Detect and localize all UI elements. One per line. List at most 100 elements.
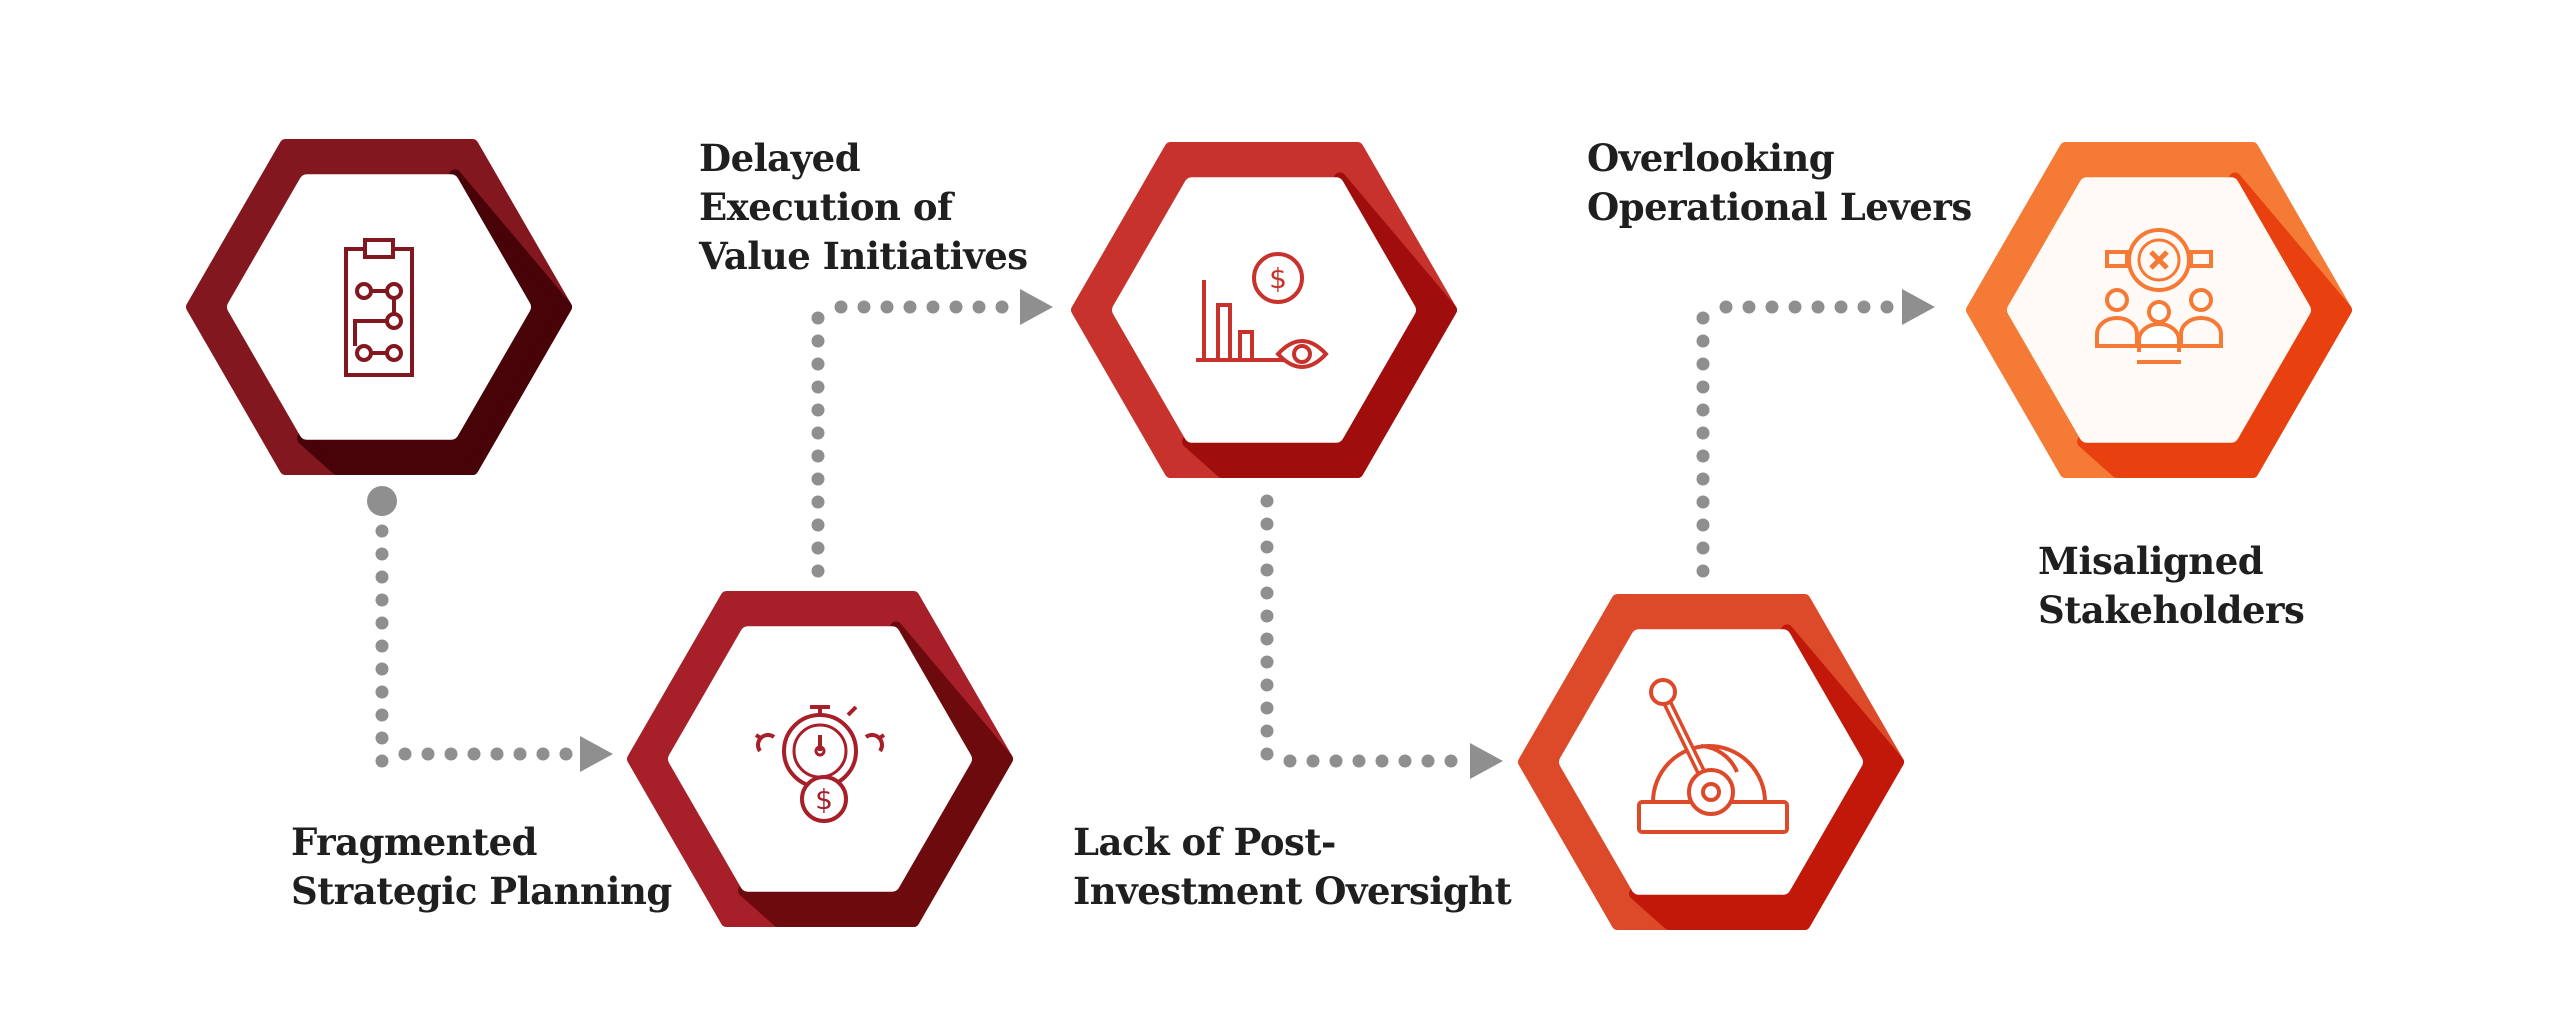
connector-dot [375, 731, 389, 745]
connector-dot [559, 747, 573, 761]
connector-dot [1696, 449, 1710, 463]
clipboard-flowchart-icon [344, 238, 414, 377]
connector-dot [1696, 518, 1710, 532]
connector-dot [811, 518, 825, 532]
connector-dot [1696, 357, 1710, 371]
connector-dot [880, 300, 894, 314]
connector-2 [811, 289, 1053, 578]
label-lack-of-oversight: Lack of Post- Investment Oversight [1073, 818, 1512, 916]
stopwatch-gears-dollar-icon: $ [754, 705, 886, 823]
label-overlooking-levers: Overlooking Operational Levers [1587, 134, 1972, 232]
label-line: Stakeholders [2038, 588, 2305, 632]
connector-dot [375, 524, 389, 538]
connector-dot [375, 639, 389, 653]
label-fragmented-strategic-planning: Fragmented Strategic Planning [291, 818, 672, 916]
hexagon-oversight: $ [1071, 142, 1457, 478]
hexagon-fragmented [186, 139, 572, 475]
connector-dot [375, 570, 389, 584]
connector-dot [811, 380, 825, 394]
connector-dot [375, 685, 389, 699]
label-line: Fragmented [291, 820, 538, 864]
connector-dot [811, 564, 825, 578]
connector-dot [811, 541, 825, 555]
connector-dot [811, 495, 825, 509]
connector-dot [1811, 300, 1825, 314]
label-line: Value Initiatives [699, 234, 1028, 278]
connector-dot [1260, 586, 1274, 600]
connector-dot [857, 300, 871, 314]
arrow-right-icon [1470, 743, 1503, 779]
connector-dot [490, 747, 504, 761]
connector-dot [1857, 300, 1871, 314]
connector-dot [1696, 380, 1710, 394]
label-misaligned-stakeholders: Misaligned Stakeholders [2038, 537, 2305, 635]
connector-dot [811, 311, 825, 325]
hexagon-inner [668, 626, 972, 892]
connector-1 [375, 524, 613, 772]
connector-dot [1696, 495, 1710, 509]
connector-dot [972, 300, 986, 314]
connector-dot [1696, 311, 1710, 325]
hexagon-inner [227, 174, 531, 440]
connector-4 [1696, 289, 1935, 578]
connector-dot [375, 662, 389, 676]
connector-dot [1719, 300, 1733, 314]
label-line: Investment Oversight [1073, 869, 1512, 913]
label-line: Misaligned [2038, 539, 2264, 583]
connector-dot [1260, 517, 1274, 531]
connector-dot [1352, 754, 1366, 768]
hexagon-levers [1518, 594, 1904, 930]
connector-dot [1880, 300, 1894, 314]
connector-dot [1260, 632, 1274, 646]
connector-dot [1696, 403, 1710, 417]
connector-dot [1260, 724, 1274, 738]
connector-dot [995, 300, 1009, 314]
label-line: Execution of [699, 185, 953, 229]
connector-dot [1260, 563, 1274, 577]
label-line: Strategic Planning [291, 869, 672, 913]
svg-text:$: $ [815, 783, 833, 816]
label-line: Operational Levers [1587, 185, 1972, 229]
connector-dot [1696, 334, 1710, 348]
connector-dot [834, 300, 848, 314]
hexagon-inner [1559, 629, 1863, 895]
connector-dot [903, 300, 917, 314]
misaligned-people-icon [2095, 228, 2223, 364]
connector-dot [1398, 754, 1412, 768]
connector-dot [1742, 300, 1756, 314]
connector-dot [398, 747, 412, 761]
connector-dot [1260, 701, 1274, 715]
connector-dot [1788, 300, 1802, 314]
connector-dot [1696, 541, 1710, 555]
connector-dot [1329, 754, 1343, 768]
connector-dot [811, 334, 825, 348]
connector-dot [811, 426, 825, 440]
hexagon-inner [1112, 177, 1416, 443]
connector-dot [536, 747, 550, 761]
label-delayed-execution: Delayed Execution of Value Initiatives [699, 134, 1028, 281]
connector-dot [1444, 754, 1458, 768]
connector-dot [1260, 494, 1274, 508]
connector-dot [811, 403, 825, 417]
connector-dot [375, 593, 389, 607]
connector-dot [926, 300, 940, 314]
hexagon-delayed: $ [627, 591, 1013, 927]
arrow-right-icon [580, 736, 613, 772]
connector-dot [467, 747, 481, 761]
connector-dot [1260, 609, 1274, 623]
connector-dot [949, 300, 963, 314]
connector-dot [375, 754, 389, 768]
arrow-right-icon [1902, 289, 1935, 325]
connector-dot [375, 708, 389, 722]
connector-dot [811, 357, 825, 371]
connector-dot [1834, 300, 1848, 314]
connector-dot [1696, 472, 1710, 486]
label-line: Delayed [699, 136, 861, 180]
connector-dot [1260, 655, 1274, 669]
connector-dot [1696, 426, 1710, 440]
connectors [367, 289, 1935, 779]
connector-dot [1306, 754, 1320, 768]
hexagon-stakeholders [1966, 142, 2352, 478]
